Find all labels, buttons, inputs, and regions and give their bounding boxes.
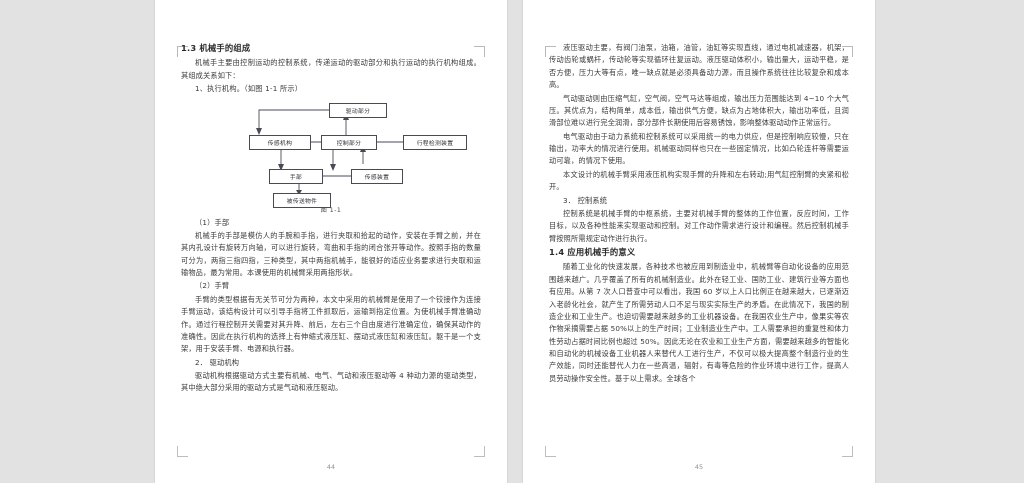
paragraph-hand: 机械手的手部是模仿人的手腕和手指，进行夹取和拾起的动作，安装在手臂之前，并在其内… [181,230,481,278]
page-content-right: 液压驱动主要，有阀门油泵，油箱，油管，油缸等实现直线，通过电机减速器，机架，传动… [549,42,849,453]
paragraph-control-system: 控制系统是机械手臂的中枢系统，主要对机械手臂的整体的工作位置，反应时间，工作目标… [549,208,849,243]
paragraph-arm: 手臂的类型根据有无关节可分为两种，本文中采用的机械臂是使用了一个铰接作为连接手臂… [181,294,481,354]
diagram-node-workpiece: 被传送物件 [273,192,331,208]
document-page-right[interactable]: 液压驱动主要，有阀门油泵，油箱，油管，油缸等实现直线，通过电机减速器，机架，传动… [523,0,875,483]
paragraph-electric-drive: 电气驱动由于动力系统和控制系统可以采用统一的电力供应，但是控制响应较慢，只在输出… [549,131,849,166]
diagram-node-control: 控制部分 [321,134,377,150]
diagram-node-drive: 驱动部分 [329,102,387,118]
sub-label-hand: （1）手部 [195,217,230,227]
sub-label-control-system: 3． 控制系统 [563,195,608,205]
section-heading-1-3: 1.3 机械手的组成 [181,43,251,53]
page-content-left: 1.3 机械手的组成 机械手主要由控制运动的控制系统，传递运动的驱动部分和执行运… [181,42,481,453]
paragraph-significance: 随着工业化的快速发展，各种技术也被应用到制造业中，机械臂等自动化设备的应用范围越… [549,262,849,383]
figure-caption: 图 1-1 [320,206,342,214]
diagram-node-transmission: 传感机构 [249,134,311,150]
sub-label-arm: （2）手臂 [195,281,230,291]
paragraph-drive-mechanism: 驱动机构根据驱动方式主要有机械、电气、气动和液压驱动等 4 种动力源的驱动类型，… [181,371,481,393]
diagram-node-hand: 手部 [269,168,323,184]
sub-label-actuator: 1、执行机构。（如图 1-1 所示） [195,84,303,94]
section-heading-1-4: 1.4 应用机械手的意义 [549,247,636,257]
paragraph-hydraulic-drive: 液压驱动主要，有阀门油泵，油箱，油管，油缸等实现直线，通过电机减速器，机架，传动… [549,43,849,90]
document-page-left[interactable]: 1.3 机械手的组成 机械手主要由控制运动的控制系统，传递运动的驱动部分和执行运… [155,0,507,483]
block-diagram: 驱动部分 传感机构 控制部分 行程检测装置 手部 传感装置 被传送物件 [181,102,481,208]
paragraph-pneumatic-drive: 气动驱动则由压缩气缸，空气阀，空气马达等组成，输出压力范围能达到 4~10 个大… [549,93,849,128]
page-spread: 1.3 机械手的组成 机械手主要由控制运动的控制系统，传递运动的驱动部分和执行运… [155,0,875,483]
page-number-left: 44 [326,463,336,471]
paragraph-composition-intro: 机械手主要由控制运动的控制系统，传递运动的驱动部分和执行运动的执行机构组成。其组… [181,58,481,80]
figure-1-1: 驱动部分 传感机构 控制部分 行程检测装置 手部 传感装置 被传送物件 图 1-… [181,102,481,214]
paragraph-design-choice: 本文设计的机械手臂采用液压机构实现手臂的升降和左右转动;用气缸控制臂的夹紧和松开… [549,169,849,192]
sub-label-drive-mechanism: 2． 驱动机构 [195,357,240,367]
diagram-node-sensor: 传感装置 [351,168,403,184]
page-number-right: 45 [694,463,704,471]
diagram-node-stroke-detector: 行程检测装置 [403,134,467,150]
